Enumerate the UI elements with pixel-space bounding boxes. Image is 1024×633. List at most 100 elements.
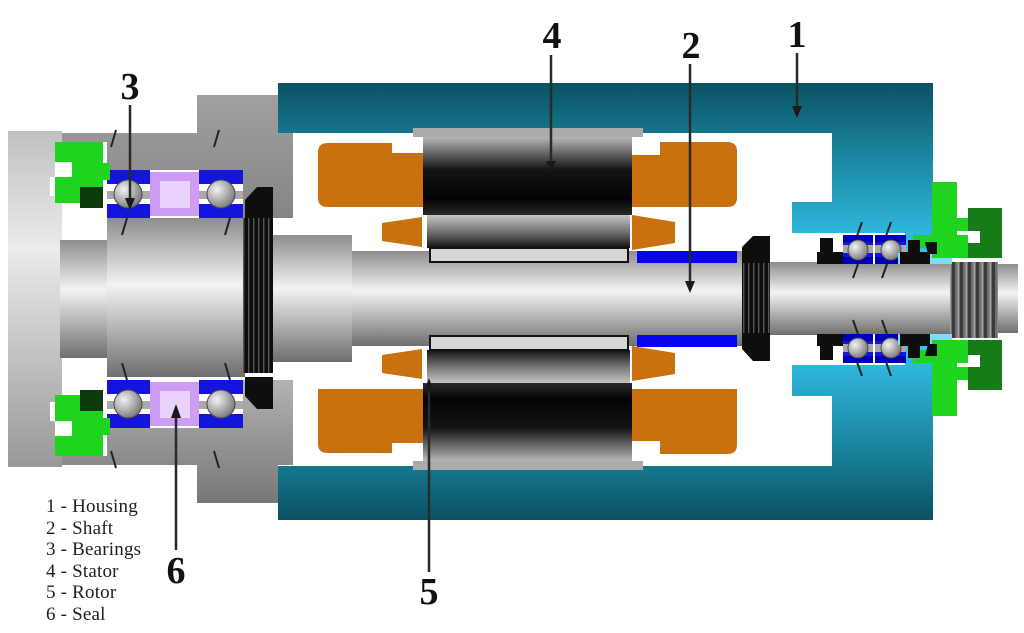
seal-finger — [957, 367, 968, 380]
stator-strip-upper — [413, 128, 643, 137]
legend-item: 1 - Housing — [46, 496, 138, 517]
winding-taper-lower-right — [632, 346, 675, 381]
shaft-rear-section — [768, 262, 952, 335]
seal-wedge — [925, 242, 937, 254]
shaft-step-section — [271, 235, 352, 362]
seal-insert — [80, 390, 103, 411]
winding-taper-upper-left — [382, 217, 422, 247]
callout-number-4: 4 — [543, 15, 562, 57]
legend-item: 2 - Shaft — [46, 517, 114, 539]
seal-foot — [932, 340, 968, 350]
callout-arrow-6 — [171, 404, 181, 418]
shaft-main-section — [352, 251, 745, 346]
stator-winding-lower-left — [318, 389, 423, 453]
callout-number-5: 5 — [420, 571, 439, 613]
shaft-front-section — [107, 218, 245, 377]
front-locknut-bottom — [245, 377, 273, 409]
front-housing — [8, 95, 293, 503]
rotor-lamination-upper — [429, 247, 629, 263]
contact-angle-ticks — [110, 129, 892, 469]
legend-item: 6 - Seal — [46, 603, 106, 625]
front-housing-lower — [62, 380, 293, 503]
preload-clamp-upper — [817, 238, 843, 264]
shaft-nose — [60, 240, 107, 358]
bearing-ring — [199, 414, 243, 428]
seal-arm — [913, 235, 968, 248]
bearing-ball — [113, 179, 143, 209]
seal-insert — [80, 187, 103, 208]
callout-number-2: 2 — [682, 25, 701, 67]
winding-taper-lower-left — [382, 349, 422, 379]
bearing-ring — [107, 414, 150, 428]
rear-bearings — [817, 235, 906, 363]
seal-spacer-inner — [160, 181, 190, 208]
callouts: 1 2 3 4 5 6 — [121, 14, 807, 613]
rotor-ring-lower — [637, 335, 737, 347]
rear-locknut-threads — [742, 263, 770, 333]
rear-clip — [900, 240, 930, 264]
rotor — [427, 215, 737, 383]
bearing-ring — [199, 380, 243, 394]
front-locknut-top — [245, 187, 273, 218]
seal-body — [932, 363, 957, 416]
legend-item: 3 - Bearings — [46, 539, 142, 560]
stator-winding-upper-left — [318, 143, 423, 207]
bearing-ring — [107, 380, 150, 394]
shaft — [60, 218, 1018, 377]
seal-carrier-notch — [55, 162, 72, 177]
bearing-ball — [880, 337, 902, 359]
legend: 1 - Housing 2 - Shaft 3 - Bearings 4 - S… — [46, 496, 141, 625]
shaft-thread-section — [950, 262, 998, 338]
rotor-band-lower — [427, 350, 630, 383]
callout-arrow-3 — [125, 198, 135, 210]
housing-upper-shell — [278, 83, 933, 262]
seal-wedge — [925, 344, 937, 356]
stator-core-lower — [423, 383, 632, 461]
seal-carrier-notch — [55, 421, 72, 436]
rear-clip — [900, 334, 930, 358]
callout-arrow-1 — [792, 106, 802, 118]
front-seal — [55, 142, 110, 456]
rear-seal — [898, 182, 1002, 416]
front-housing-upper — [62, 95, 293, 218]
seal-carrier-tab — [95, 418, 110, 435]
bearing-ring — [199, 170, 243, 184]
stator-strip-lower — [413, 461, 643, 470]
bearing-ball — [847, 337, 869, 359]
locknuts — [243, 187, 770, 409]
seal-foot — [932, 248, 968, 258]
bearing-ring — [199, 204, 243, 218]
callout-number-6: 6 — [167, 550, 186, 592]
seal-arm — [913, 350, 968, 363]
rotor-band-upper — [427, 215, 630, 248]
callout-arrow-4 — [546, 161, 556, 173]
bearing-ball — [847, 239, 869, 261]
end-cap-notch — [968, 355, 980, 367]
housing — [278, 83, 933, 520]
stator-winding-lower-right — [632, 389, 737, 454]
bearing-ball — [880, 239, 902, 261]
seal-body — [932, 182, 957, 235]
stator-core-upper — [423, 137, 632, 215]
seal-carrier-tab — [95, 163, 110, 180]
bearing-ring — [107, 204, 150, 218]
callout-arrow-5 — [424, 378, 434, 392]
end-cap-notch — [968, 231, 980, 243]
housing-lower-shell — [278, 336, 933, 520]
winding-taper-upper-right — [632, 215, 675, 250]
rotor-ring-upper — [637, 251, 737, 263]
legend-item: 4 - Stator — [46, 560, 119, 582]
bearing-ball — [206, 179, 236, 209]
rotor-lamination-lower — [429, 335, 629, 351]
rear-locknut-bottom — [742, 333, 770, 361]
callout-number-3: 3 — [121, 66, 140, 108]
bearing-ring — [107, 170, 150, 184]
callout-number-1: 1 — [788, 14, 807, 56]
stator-winding-upper-right — [632, 142, 737, 207]
rear-locknut-top — [742, 236, 770, 263]
bearing-ball — [206, 389, 236, 419]
bearing-ball — [113, 389, 143, 419]
callout-arrow-2 — [685, 281, 695, 293]
